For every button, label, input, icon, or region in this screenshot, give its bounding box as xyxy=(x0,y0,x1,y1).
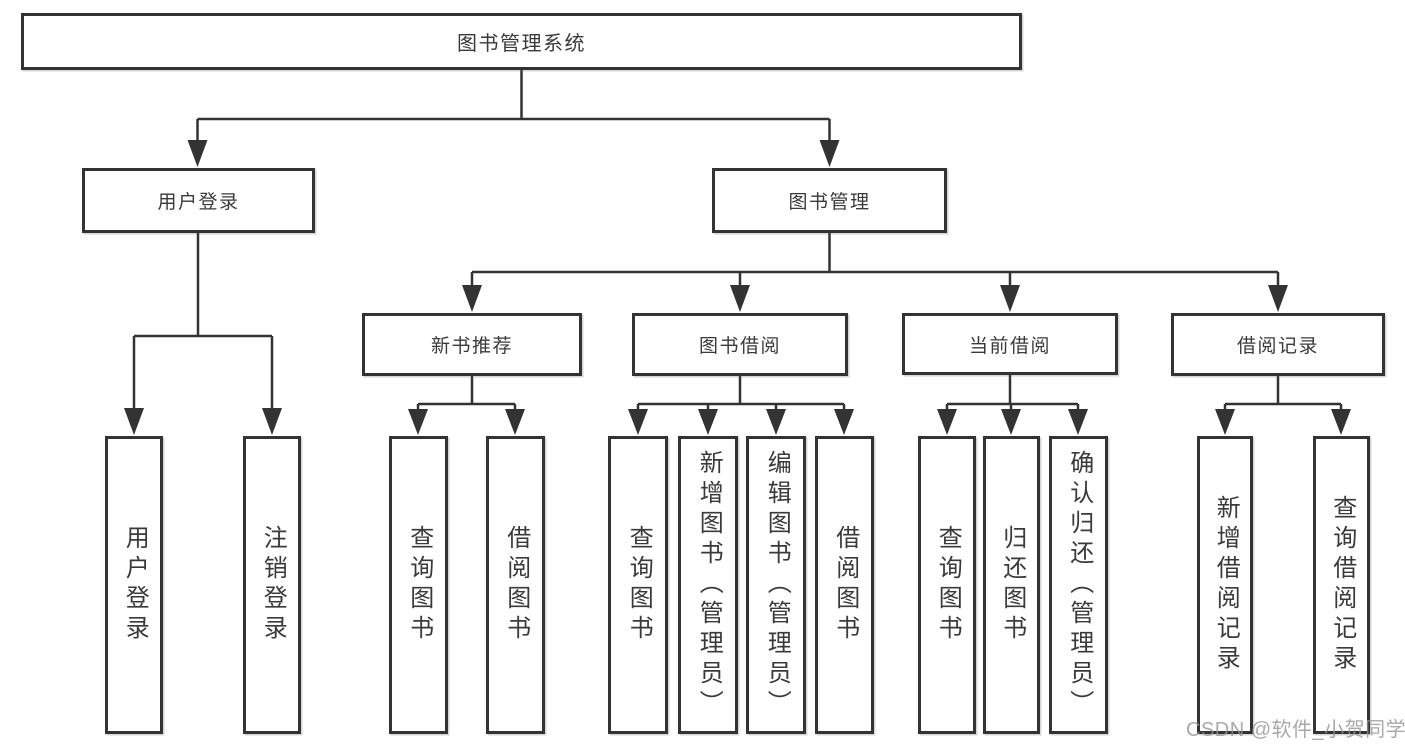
node-label: 图书借阅 xyxy=(698,336,781,357)
node-label: 图书管理 xyxy=(788,192,871,213)
leaf-query-books-borrow: 查询图书 xyxy=(608,436,668,734)
arrow-to-book-management xyxy=(819,140,840,167)
leaf-query-books-current: 查询图书 xyxy=(918,436,976,734)
connector-book-borrow-children xyxy=(636,376,846,412)
node-new-book-recommend: 新书推荐 xyxy=(362,313,582,376)
arrow-to-current-borrow xyxy=(1000,285,1020,312)
node-book-borrow: 图书借阅 xyxy=(632,313,848,376)
node-label: 用户登录 xyxy=(157,192,240,213)
leaf-label: 查询图书 xyxy=(405,525,433,645)
arrow-records-leaf-1 xyxy=(1215,409,1235,435)
node-label: 借阅记录 xyxy=(1236,336,1319,357)
node-user-login: 用户登录 xyxy=(82,168,315,233)
connector-book-management-children xyxy=(470,233,1280,287)
node-label: 图书管理系统 xyxy=(457,33,586,55)
arrow-to-borrow-records xyxy=(1268,285,1288,312)
node-borrow-records: 借阅记录 xyxy=(1171,313,1385,376)
arrow-recommend-leaf-2 xyxy=(505,409,525,435)
leaf-logout-login: 注销登录 xyxy=(243,436,301,734)
arrow-borrow-leaf-4 xyxy=(834,409,854,435)
node-book-management: 图书管理 xyxy=(712,168,947,233)
leaf-add-borrow-record: 新增借阅记录 xyxy=(1197,436,1253,734)
leaf-label: 查询图书 xyxy=(625,525,653,645)
arrow-borrow-leaf-1 xyxy=(628,409,648,435)
leaf-query-books-recommend: 查询图书 xyxy=(389,436,448,734)
arrow-to-leaf-logout xyxy=(262,408,282,435)
connector-current-borrow-children xyxy=(945,375,1080,412)
leaf-label: 查询图书 xyxy=(934,525,962,645)
arrow-recommend-leaf-1 xyxy=(408,409,428,435)
leaf-label: 借阅图书 xyxy=(502,525,530,645)
arrow-borrow-leaf-3 xyxy=(766,409,786,435)
watermark: CSDN @软件_小贺同学 xyxy=(1186,719,1405,741)
leaf-confirm-return-admin: 确认归还（管理员） xyxy=(1049,436,1108,734)
leaf-edit-books-admin: 编辑图书（管理员） xyxy=(746,436,806,734)
leaf-label: 确认归还（管理员） xyxy=(1065,450,1093,720)
leaf-label: 归还图书 xyxy=(998,525,1026,645)
leaf-label: 借阅图书 xyxy=(831,525,859,645)
leaf-borrow-books-recommend: 借阅图书 xyxy=(486,436,545,734)
arrow-records-leaf-2 xyxy=(1331,409,1351,435)
leaf-add-books-admin: 新增图书（管理员） xyxy=(678,436,738,734)
leaf-borrow-books: 借阅图书 xyxy=(815,436,874,734)
node-label: 新书推荐 xyxy=(430,336,513,357)
arrow-to-user-login xyxy=(187,140,208,167)
leaf-return-books: 归还图书 xyxy=(983,436,1040,734)
node-label: 当前借阅 xyxy=(968,335,1051,357)
node-library-management-system: 图书管理系统 xyxy=(21,13,1022,70)
arrow-to-new-book-recommend xyxy=(462,285,482,312)
leaf-label: 查询借阅记录 xyxy=(1328,495,1356,675)
leaf-user-login: 用户登录 xyxy=(105,436,163,734)
arrowheads xyxy=(124,140,1351,435)
arrow-current-leaf-2 xyxy=(1001,409,1021,435)
node-current-borrow: 当前借阅 xyxy=(902,313,1118,375)
leaf-label: 新增借阅记录 xyxy=(1212,495,1240,675)
connector-root-to-level2 xyxy=(196,70,831,142)
connector-borrow-records-children xyxy=(1223,376,1343,412)
leaf-query-borrow-record: 查询借阅记录 xyxy=(1313,436,1370,734)
arrow-to-leaf-user-login xyxy=(124,408,144,435)
arrow-to-book-borrow xyxy=(730,285,750,312)
connector-user-login-children xyxy=(132,233,274,410)
connector-new-book-children xyxy=(416,376,517,412)
arrow-current-leaf-1 xyxy=(937,409,957,435)
leaf-label: 注销登录 xyxy=(259,525,287,645)
leaf-label: 用户登录 xyxy=(121,525,149,645)
arrow-current-leaf-3 xyxy=(1068,409,1088,435)
leaf-label: 新增图书（管理员） xyxy=(695,450,723,720)
arrow-borrow-leaf-2 xyxy=(698,409,718,435)
leaf-label: 编辑图书（管理员） xyxy=(763,450,791,720)
